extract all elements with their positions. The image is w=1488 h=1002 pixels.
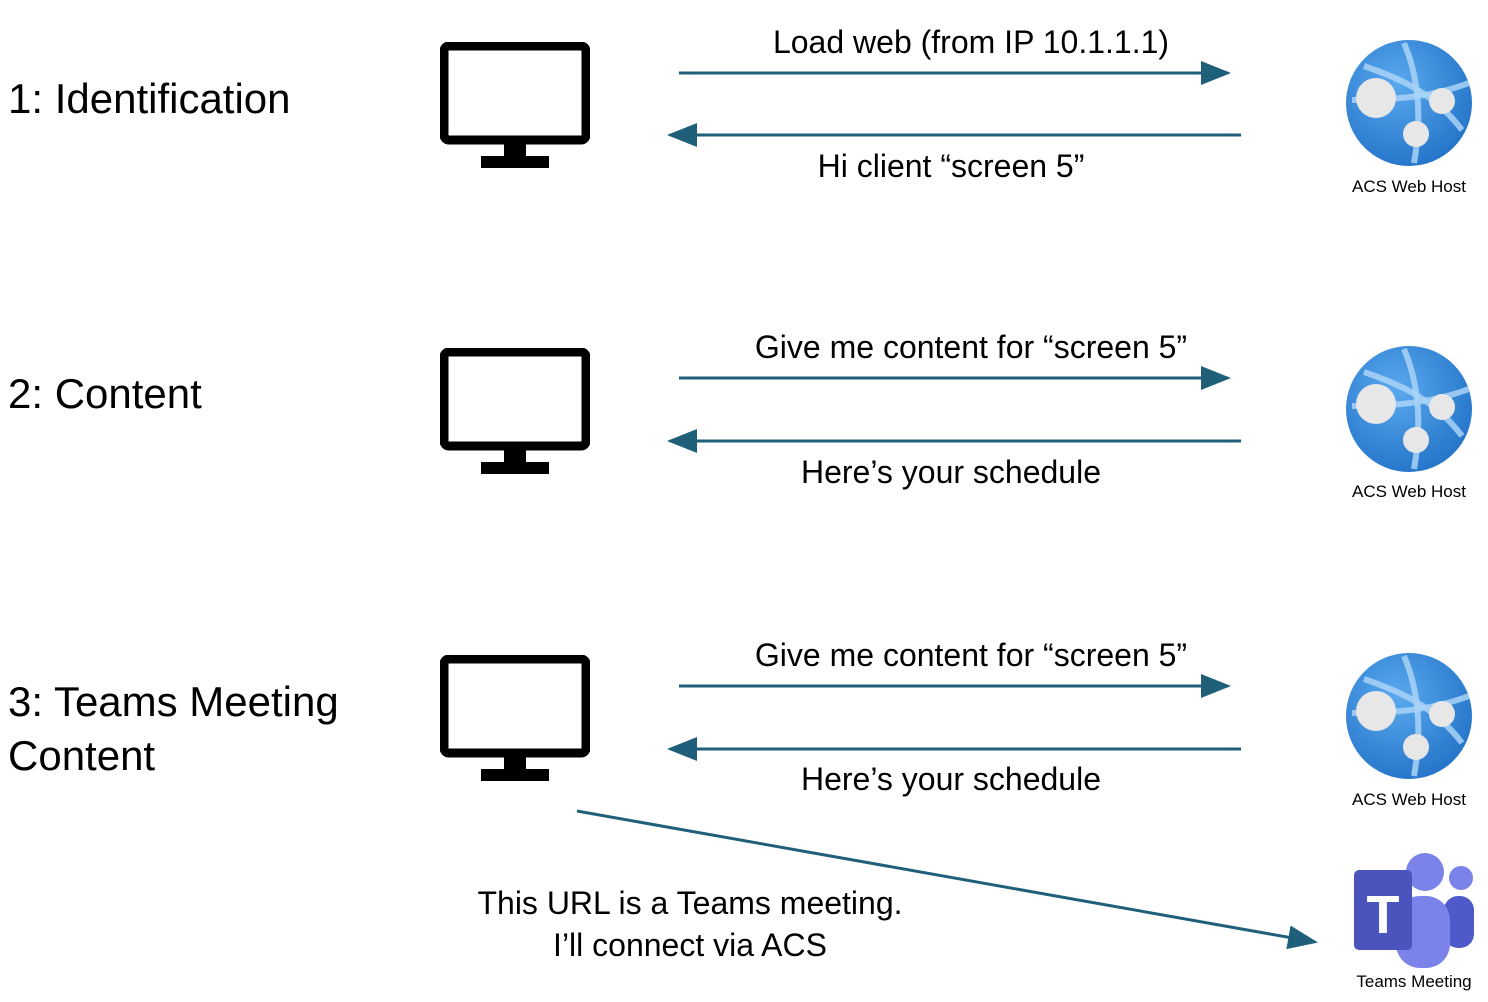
step-2-group — [444, 346, 1472, 474]
monitor-icon — [444, 46, 586, 168]
teams-note-line2: I’ll connect via ACS — [553, 927, 827, 963]
step-2-request-text: Give me content for “screen 5” — [754, 329, 1188, 365]
step-1-host-label: ACS Web Host — [1351, 177, 1466, 196]
step-3-label-line1: 3: Teams Meeting — [8, 678, 339, 725]
step-3-label-line2: Content — [8, 732, 156, 779]
teams-connect-arrow — [576, 809, 1318, 950]
step-1-response-text: Hi client “screen 5” — [817, 148, 1085, 184]
step-1-label: 1: Identification — [8, 75, 291, 122]
step-2-host-label: ACS Web Host — [1351, 482, 1466, 501]
step-3-request-text: Give me content for “screen 5” — [754, 637, 1188, 673]
teams-note: This URL is a Teams meeting. I’ll connec… — [440, 882, 940, 966]
step-1-request-text: Load web (from IP 10.1.1.1) — [772, 24, 1170, 60]
step-3-response-text: Here’s your schedule — [800, 761, 1101, 797]
globe-network-icon — [1346, 653, 1472, 779]
monitor-icon — [444, 352, 586, 474]
monitor-icon — [444, 659, 586, 781]
step-2-response-text: Here’s your schedule — [800, 454, 1101, 490]
globe-network-icon — [1346, 40, 1472, 166]
step-3-host-label: ACS Web Host — [1351, 790, 1466, 809]
teams-label: Teams Meeting — [1356, 972, 1472, 991]
teams-t-glyph: T — [1367, 885, 1400, 945]
teams-icon: T — [1354, 853, 1474, 968]
step-2-label: 2: Content — [8, 370, 202, 417]
globe-network-icon — [1346, 346, 1472, 472]
teams-note-line1: This URL is a Teams meeting. — [477, 885, 903, 921]
step-1-group — [444, 40, 1472, 168]
step-3-group — [444, 653, 1472, 950]
